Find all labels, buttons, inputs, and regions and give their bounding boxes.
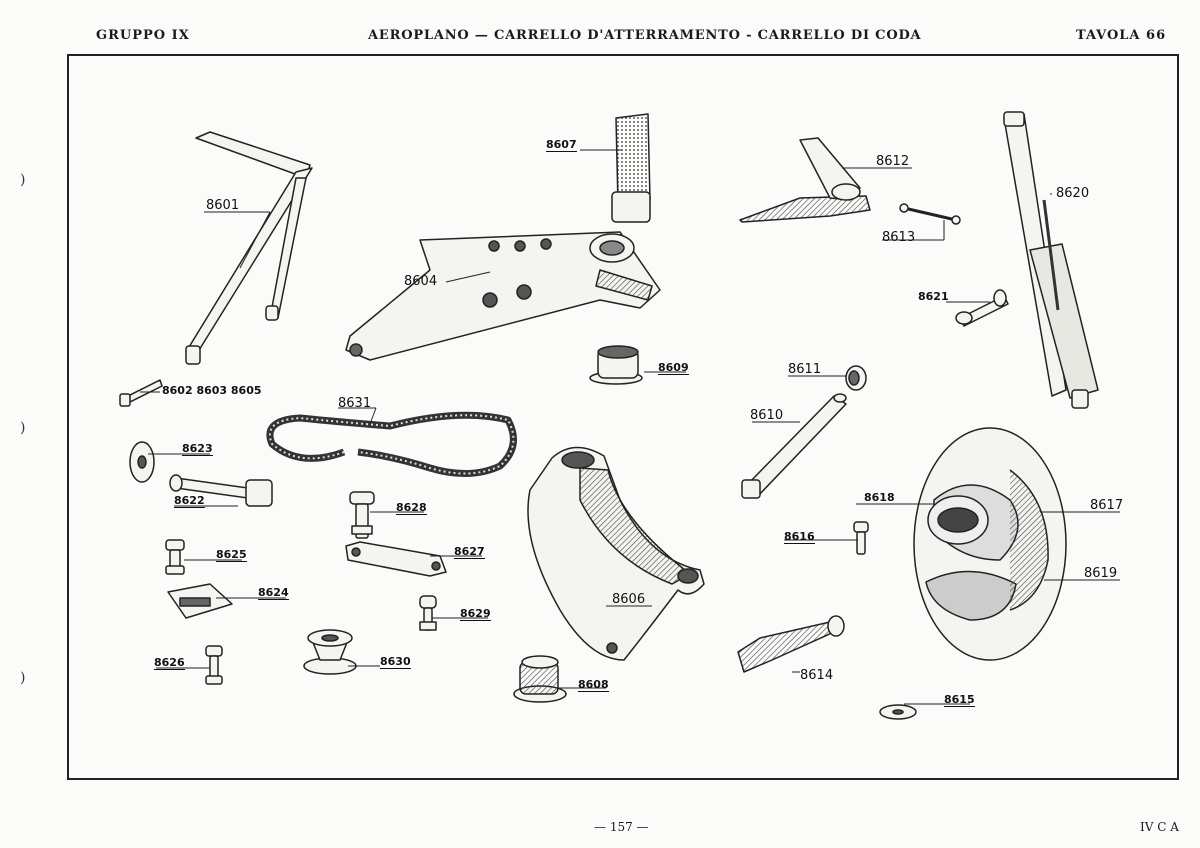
label-8613: 8613	[882, 230, 916, 245]
part-8616-bolt	[853, 521, 869, 555]
part-8615-washer	[879, 704, 917, 720]
part-8626-bolt	[205, 645, 223, 685]
part-8623-washer	[129, 441, 155, 483]
part-8621-pin	[955, 289, 1009, 327]
label-8606: 8606	[612, 592, 646, 607]
part-8611-cap	[845, 365, 867, 391]
label-8618: 8618	[864, 491, 895, 504]
label-8629: 8629	[460, 607, 491, 621]
label-8619: 8619	[1084, 566, 1118, 581]
part-8601-strut	[185, 131, 313, 365]
label-8621: 8621	[918, 290, 949, 303]
label-8607: 8607	[546, 138, 577, 152]
part-8631-bungee-cord	[266, 411, 517, 478]
label-8604: 8604	[404, 274, 438, 289]
publisher-code: IV C A	[1140, 820, 1179, 834]
group-heading: GRUPPO IX	[96, 28, 190, 43]
label-8627: 8627	[454, 545, 485, 559]
plate-title: AEROPLANO — CARRELLO D'ATTERRAMENTO - CA…	[368, 28, 922, 43]
binding-hole-mark: )	[20, 172, 26, 188]
label-8630: 8630	[380, 655, 411, 669]
part-8610-axle	[741, 393, 847, 499]
label-8608: 8608	[578, 678, 609, 692]
label-8609: 8609	[658, 361, 689, 375]
part-8624-clip	[167, 583, 233, 619]
binding-hole-mark: )	[20, 670, 26, 686]
part-8625-bolt	[165, 539, 185, 575]
part-8614-arm	[737, 615, 845, 673]
label-8616: 8616	[784, 530, 815, 544]
leader-lines	[140, 149, 1120, 705]
part-8618-hub-cap	[927, 495, 989, 545]
label-8602-8603-8605: 8602 8603 8605	[162, 384, 262, 397]
label-8631: 8631	[338, 396, 372, 411]
label-8615: 8615	[944, 693, 975, 707]
part-8619-wheel-fairing	[913, 427, 1067, 661]
label-8622: 8622	[174, 494, 205, 508]
label-8626: 8626	[154, 656, 185, 670]
part-8604-leg	[345, 231, 661, 361]
label-8628: 8628	[396, 501, 427, 515]
part-8630-pulley	[303, 629, 357, 675]
page-number: — 157 —	[594, 820, 649, 834]
part-8612-bracket	[739, 137, 871, 223]
part-8620-shock-absorber	[1003, 111, 1099, 409]
binding-hole-mark: )	[20, 420, 26, 436]
part-8602-bolt	[119, 379, 163, 407]
part-8606-fork	[527, 446, 705, 661]
label-8625: 8625	[216, 548, 247, 562]
label-8610: 8610	[750, 408, 784, 423]
part-8607-tube	[611, 113, 651, 223]
plate-number: TAVOLA 66	[1076, 28, 1167, 43]
part-8622-shaft	[169, 474, 273, 507]
label-8623: 8623	[182, 442, 213, 456]
label-8601: 8601	[206, 198, 240, 213]
part-8628-bolt	[349, 491, 375, 539]
part-8609-bush	[589, 345, 643, 385]
label-8612: 8612	[876, 154, 910, 169]
label-8614: 8614	[800, 668, 834, 683]
label-8624: 8624	[258, 586, 289, 600]
label-8620: 8620	[1056, 186, 1090, 201]
plate-frame	[67, 54, 1179, 780]
label-8611: 8611	[788, 362, 822, 377]
part-8629-bolt	[419, 595, 437, 631]
label-8617: 8617	[1090, 498, 1124, 513]
part-8608-nut	[513, 655, 567, 703]
part-8613-bolt	[899, 203, 961, 225]
part-8627-link-plate	[345, 541, 447, 577]
